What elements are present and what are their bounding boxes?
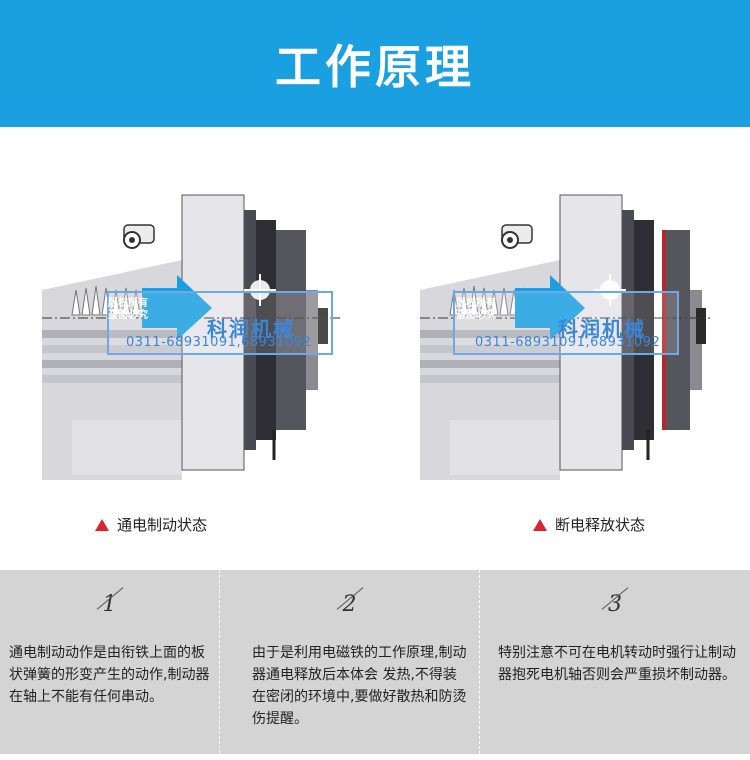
lifting-eye xyxy=(123,224,155,249)
brake-hub xyxy=(306,290,318,390)
brake-diagram-energized-drawing xyxy=(42,194,342,480)
flange-plate xyxy=(559,194,623,471)
watermark-frame xyxy=(107,291,333,355)
caption-released: 断电释放状态 xyxy=(533,514,645,535)
brake-diagram-energized: 版权所有 盗图必究 科润机械 0311-68931091,68931092 xyxy=(42,190,382,480)
shaft-nut xyxy=(318,308,328,344)
red-triangle-icon xyxy=(533,518,547,531)
note-1: 1 通电制动动作是由衔铁上面的板状弹簧的形变产生的动作,制动器在轴上不能有任何串… xyxy=(0,570,219,754)
flash-spark xyxy=(244,274,276,306)
brake-coil-body xyxy=(276,230,306,430)
brake-diagram-released-drawing xyxy=(420,194,710,480)
brake-diagram-released: 版权所有 盗图必究 科润机械 0311-68931091,68931092 xyxy=(420,190,750,480)
note-3: 3 特别注意不可在电机转动时强行让制动器抱死电机轴否则会严重损坏制动器。 xyxy=(479,570,750,754)
note-number: 2 xyxy=(342,592,357,617)
shaft-nut xyxy=(696,308,706,344)
watermark-copyright: 版权所有 盗图必究 xyxy=(108,298,148,321)
brake-disc xyxy=(634,220,654,440)
caption-text: 通电制动状态 xyxy=(117,516,208,534)
header-banner: 工作原理 xyxy=(0,0,750,127)
note-text: 通电制动动作是由衔铁上面的板状弹簧的形变产生的动作,制动器在轴上不能有任何串动。 xyxy=(9,645,210,705)
watermark-phone: 0311-68931091,68931092 xyxy=(126,335,312,350)
watermark-brand: 科润机械 xyxy=(207,317,295,341)
released-gap xyxy=(662,230,666,430)
note-number: 1 xyxy=(102,592,117,617)
note-text: 特别注意不可在电机转动时强行让制动器抱死电机轴否则会严重损坏制动器。 xyxy=(498,645,736,683)
watermark-frame xyxy=(453,291,679,355)
caption-text: 断电释放状态 xyxy=(555,516,646,534)
note-number: 3 xyxy=(608,592,622,617)
flash-spark xyxy=(594,274,626,306)
watermark-phone: 0311-68931091,68931092 xyxy=(475,335,661,350)
red-triangle-icon xyxy=(95,518,109,531)
notes-section: 1 通电制动动作是由衔铁上面的板状弹簧的形变产生的动作,制动器在轴上不能有任何串… xyxy=(0,570,750,754)
brake-armature xyxy=(244,210,256,450)
page-title: 工作原理 xyxy=(275,39,475,94)
caption-energized: 通电制动状态 xyxy=(95,514,207,535)
watermark-copyright: 版权所有 盗图必究 xyxy=(456,298,496,321)
note-text: 由于是利用电磁铁的工作原理,制动器通电释放后本体会 发热,不得装在密闭的环境中,… xyxy=(252,645,467,727)
lifting-eye xyxy=(501,224,533,249)
motor-fins xyxy=(42,330,182,475)
watermark-brand: 科润机械 xyxy=(558,317,646,341)
flange-plate xyxy=(181,194,245,471)
motor-fins xyxy=(420,330,560,475)
note-2: 2 由于是利用电磁铁的工作原理,制动器通电释放后本体会 发热,不得装在密闭的环境… xyxy=(219,570,479,754)
brake-armature xyxy=(622,210,634,450)
